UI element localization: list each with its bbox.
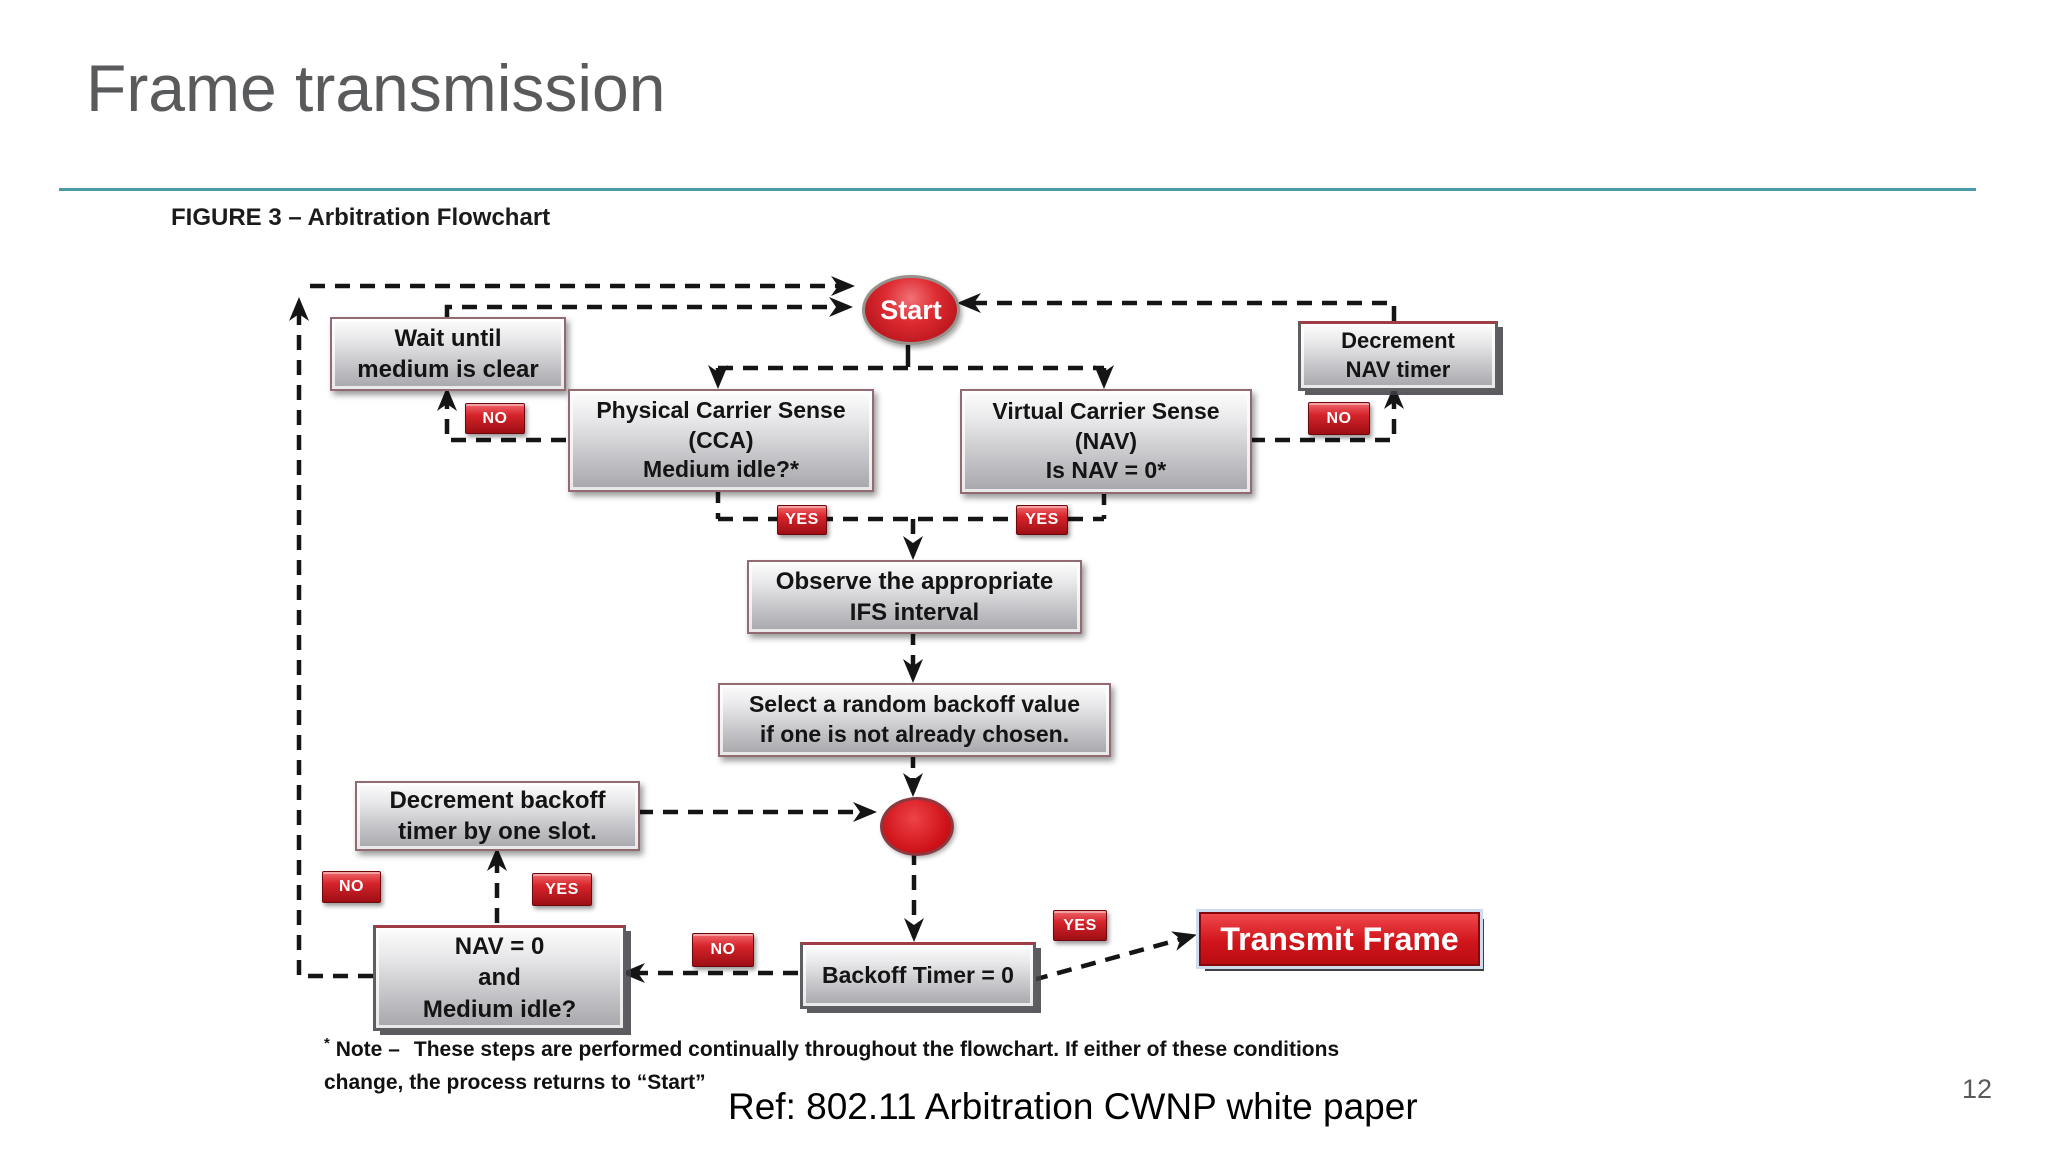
node-decrement-nav-timer: Decrement NAV timer [1298,321,1498,391]
node-nav-zero-medium-idle: NAV = 0 and Medium idle? [373,925,626,1031]
node-physical-carrier-sense: Physical Carrier Sense (CCA) Medium idle… [568,389,874,492]
note-label: Note – [335,1038,400,1061]
reference-text: Ref: 802.11 Arbitration CWNP white paper [728,1086,1418,1127]
figure-note: * Note –These steps are performed contin… [324,1032,1339,1099]
node-wait-until-medium-clear: Wait until medium is clear [330,317,566,391]
badge-yes-vcs: YES [1016,505,1068,535]
connector-pcs-no-loop [437,387,566,443]
node-backoff-timer-zero: Backoff Timer = 0 [800,942,1036,1009]
node-decrement-backoff-timer: Decrement backoff timer by one slot. [355,781,640,851]
node-observe-ifs-interval: Observe the appropriate IFS interval [747,560,1082,634]
node-start: Start [862,275,960,345]
node-transmit-frame: Transmit Frame [1199,912,1480,966]
badge-yes-nav: YES [532,873,592,906]
note-asterisk: * [324,1035,330,1052]
page-number: 12 [1962,1074,1993,1104]
connector-wait-to-start [444,297,853,317]
connector-decnav-to-start [957,293,1397,321]
title-divider-line [59,188,1976,191]
figure-caption: FIGURE 3 – Arbitration Flowchart [171,204,551,231]
node-junction-dot [880,797,954,856]
node-select-random-backoff: Select a random backoff value if one is … [718,683,1111,757]
badge-yes-pcs: YES [777,505,827,535]
figure-note-line2: change, the process returns to “Start” [324,1070,706,1094]
page-title: Frame transmission [86,51,666,125]
badge-no-vcs: NO [1308,402,1370,435]
connector-backoff-yes-transmit [1032,931,1197,983]
badge-yes-transmit: YES [1053,910,1107,941]
node-virtual-carrier-sense: Virtual Carrier Sense (NAV) Is NAV = 0* [960,389,1252,494]
badge-no-pcs: NO [465,403,525,434]
figure-note-line1: * Note –These steps are performed contin… [324,1035,1340,1061]
connector-vcs-no-loop [1250,385,1404,443]
badge-no-outer-loop: NO [322,871,381,903]
badge-no-backoff: NO [692,933,754,967]
